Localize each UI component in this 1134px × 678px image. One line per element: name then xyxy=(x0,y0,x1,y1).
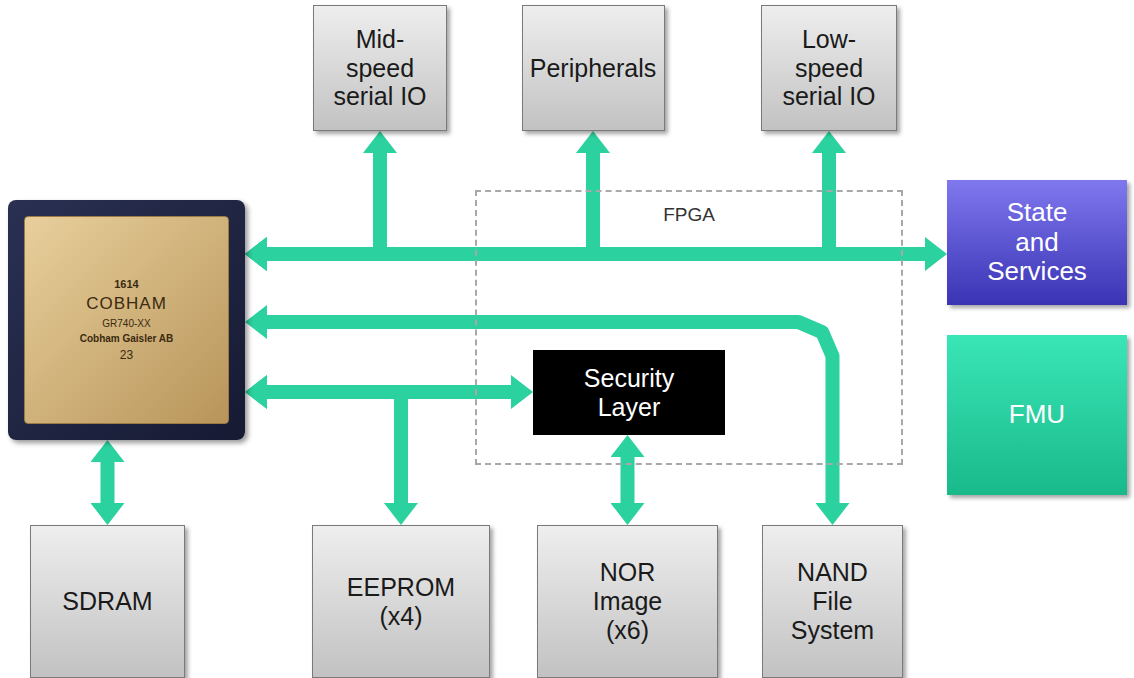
memory-box: NAND File System xyxy=(762,525,903,678)
fpga-region: FPGA Security Layer xyxy=(475,190,903,465)
text-holder: Low- speed serial IO xyxy=(779,25,879,111)
text-holder: FPGA xyxy=(663,192,715,226)
io-box: Peripherals xyxy=(522,5,665,131)
node-label: FMU xyxy=(1009,400,1065,430)
text-holder: NOR Image (x6) xyxy=(573,558,683,644)
node-label: SDRAM xyxy=(62,587,152,616)
node-label: NOR Image (x6) xyxy=(573,558,683,644)
text-holder: State and Services xyxy=(982,198,1092,288)
node-label: COBHAM xyxy=(86,294,167,314)
node-label: FPGA xyxy=(663,204,715,226)
bus-arrow xyxy=(267,322,833,503)
node-label: Mid- speed serial IO xyxy=(330,25,430,111)
fmu-box: FMU xyxy=(947,335,1127,495)
security-box: Security Layer xyxy=(533,350,725,435)
bus-arrow xyxy=(267,153,829,254)
node-label: Security Layer xyxy=(577,364,682,422)
text-holder: SDRAM xyxy=(62,587,152,616)
text-holder: EEPROM (x4) xyxy=(341,573,461,631)
service-box: State and Services xyxy=(947,180,1127,305)
text-holder: 1614COBHAM GR740-XX Cobham Gaisler AB 23 xyxy=(24,216,229,424)
node-label: EEPROM (x4) xyxy=(341,573,461,631)
node-label: State and Services xyxy=(982,198,1092,288)
memory-box: EEPROM (x4) xyxy=(312,525,490,678)
processor-chip: 1614COBHAM GR740-XX Cobham Gaisler AB 23 xyxy=(8,200,245,440)
node-label: GR740-XX xyxy=(102,318,150,330)
bus-arrow xyxy=(267,392,401,503)
node-label: 1614 xyxy=(114,278,138,291)
node-label: Low- speed serial IO xyxy=(779,25,879,111)
node-label: NAND File System xyxy=(778,558,888,644)
bus-arrow xyxy=(267,247,925,261)
text-holder: Security Layer xyxy=(577,364,682,422)
io-box: Mid- speed serial IO xyxy=(313,5,447,131)
bus-arrow xyxy=(101,462,115,503)
text-holder: FMU xyxy=(1009,400,1065,430)
text-holder: Mid- speed serial IO xyxy=(330,25,430,111)
node-label: 23 xyxy=(120,349,133,363)
bus-arrow xyxy=(267,153,380,254)
memory-box: NOR Image (x6) xyxy=(537,525,718,678)
io-box: Low- speed serial IO xyxy=(761,5,897,131)
node-label: Cobham Gaisler AB xyxy=(80,333,174,345)
node-label: Peripherals xyxy=(530,54,656,83)
text-holder: Peripherals xyxy=(530,54,656,83)
text-holder: NAND File System xyxy=(778,558,888,644)
bus-arrow xyxy=(267,153,593,254)
memory-box: SDRAM xyxy=(30,525,185,678)
